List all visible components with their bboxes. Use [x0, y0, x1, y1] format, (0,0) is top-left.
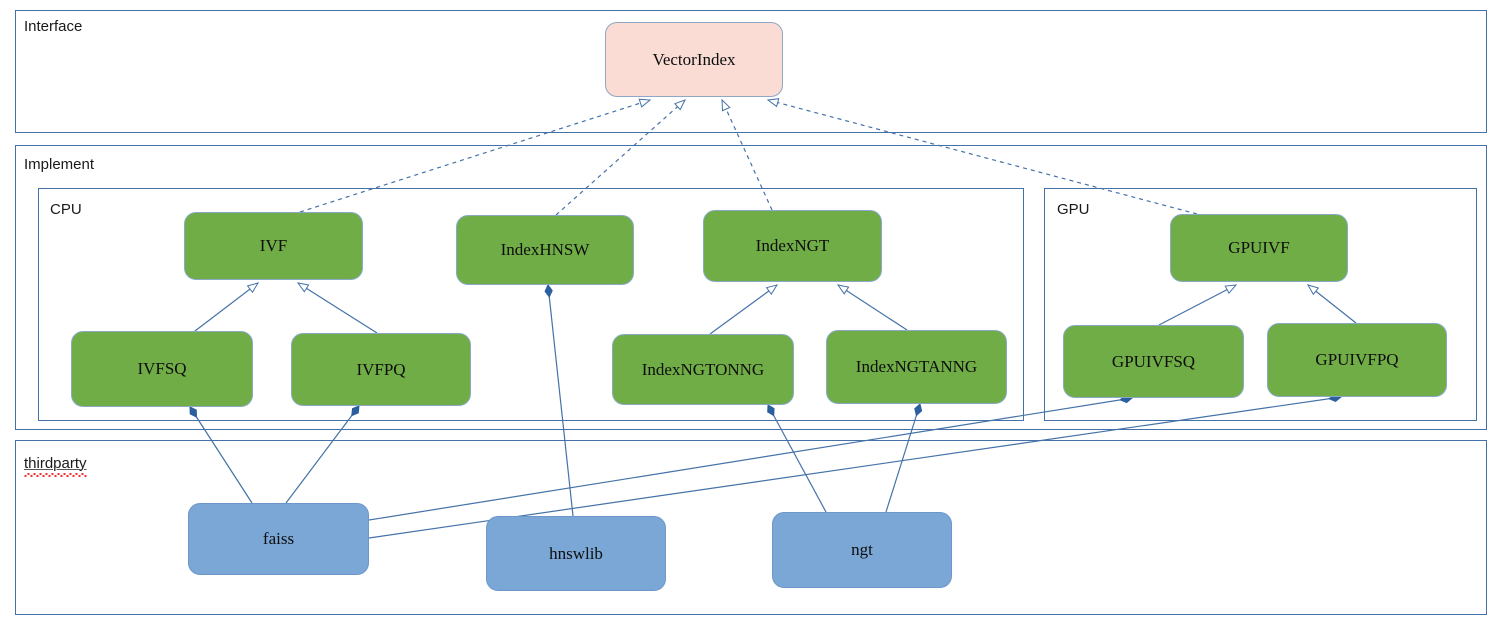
container-label-implement: Implement	[24, 156, 95, 173]
node-ngt[interactable]: ngt	[772, 512, 952, 588]
node-indexngtanng[interactable]: IndexNGTANNG	[826, 330, 1007, 404]
container-label-interface: Interface	[24, 18, 83, 35]
container-label-cpu: CPU	[50, 201, 82, 218]
node-gpuivfpq[interactable]: GPUIVFPQ	[1267, 323, 1447, 397]
node-gpuivf[interactable]: GPUIVF	[1170, 214, 1348, 282]
node-ivf[interactable]: IVF	[184, 212, 363, 280]
container-label-thirdparty: thirdparty	[24, 455, 87, 477]
node-indexngt[interactable]: IndexNGT	[703, 210, 882, 282]
node-indexhnsw[interactable]: IndexHNSW	[456, 215, 634, 285]
node-vectorindex[interactable]: VectorIndex	[605, 22, 783, 97]
node-indexngtonng[interactable]: IndexNGTONNG	[612, 334, 794, 405]
container-label-gpu: GPU	[1057, 201, 1090, 218]
node-ivfsq[interactable]: IVFSQ	[71, 331, 253, 407]
spellcheck-squiggle-icon	[24, 473, 87, 477]
node-gpuivfsq[interactable]: GPUIVFSQ	[1063, 325, 1244, 398]
node-faiss[interactable]: faiss	[188, 503, 369, 575]
node-hnswlib[interactable]: hnswlib	[486, 516, 666, 591]
node-ivfpq[interactable]: IVFPQ	[291, 333, 471, 406]
